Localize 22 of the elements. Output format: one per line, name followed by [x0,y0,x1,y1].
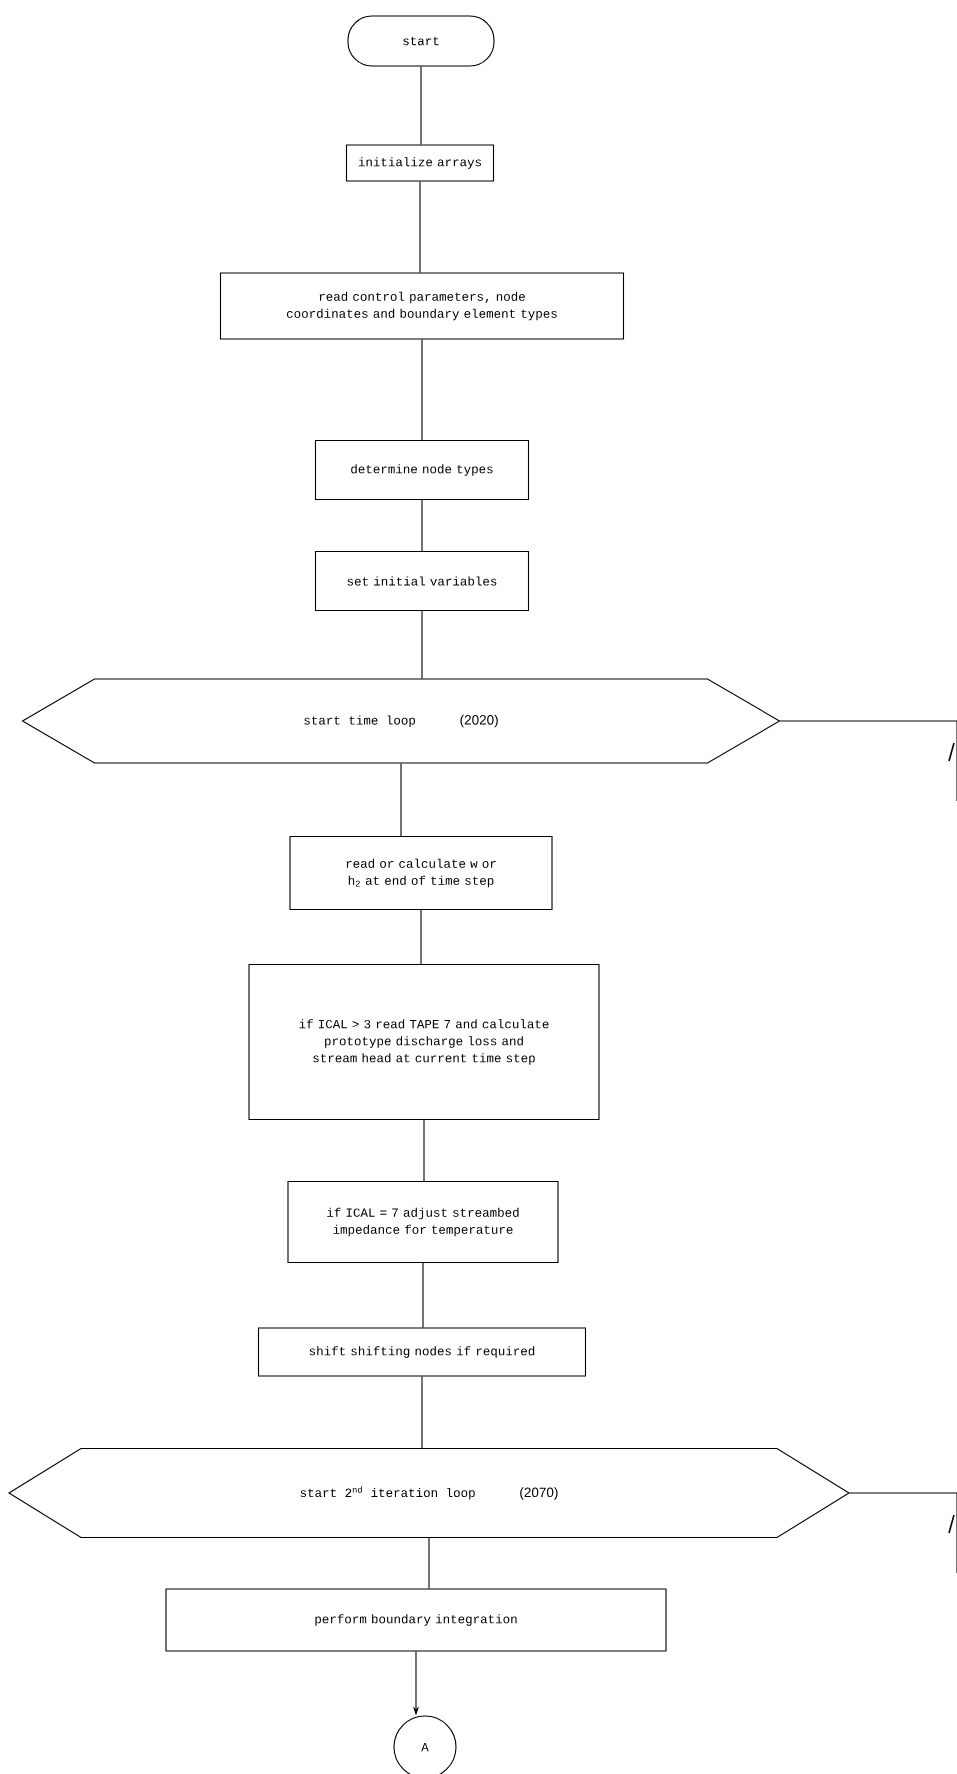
connector-line [420,66,422,145]
process-box: if ICAL = 7 adjust streambed impedance for temperature [287,1180,559,1264]
connector-line [421,499,423,552]
connector-line [421,339,423,441]
process-box: set initial variables [314,550,530,612]
process-box: initialize arrays [345,144,495,182]
loop-hexagon: start time loop (2020) [21,678,781,764]
connector-line [421,610,423,679]
process-box: determine node types [314,439,530,501]
process-box: read control parameters, node coordinates and boundary element types [219,272,625,340]
process-box: perform boundary integration [165,1588,667,1652]
connector-line [420,909,422,965]
process-box: read or calculate w or h$_{2}$ at end of time step [289,835,553,911]
process-box: shift shifting nodes if required [257,1327,587,1377]
connector-line [419,181,421,273]
terminal-box: start [347,15,495,67]
connector-line [421,1376,423,1449]
connector-line [423,1119,425,1182]
connector-line [428,1537,430,1589]
connector-line [422,1262,424,1328]
connector-line [400,763,402,837]
process-box: if ICAL > 3 read TAPE 7 and calculate prototype discharge loss and stream head at current time step [248,963,600,1121]
